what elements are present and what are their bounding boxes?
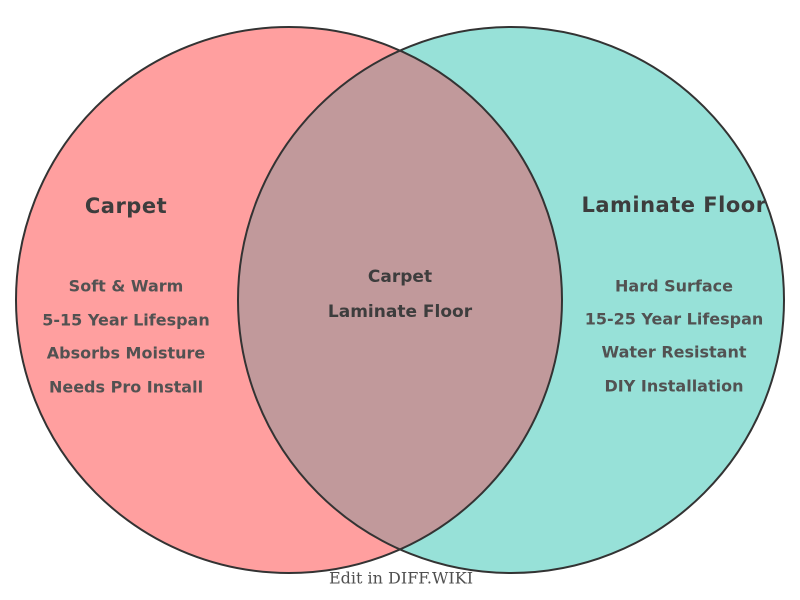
carpet-attribute: Soft & Warm	[68, 276, 184, 296]
diff-wiki-watermark: Edit in DIFF.WIKI	[328, 568, 474, 588]
intersection-label-carpet: Carpet	[367, 267, 433, 287]
intersection-region	[238, 27, 562, 573]
carpet-circle-outline	[15, 26, 563, 574]
laminate-set-title: Laminate Floor	[581, 193, 767, 217]
laminate-attribute: 15-25 Year Lifespan	[584, 309, 764, 329]
carpet-attribute: 5-15 Year Lifespan	[42, 310, 210, 330]
laminate-circle-outline	[237, 26, 785, 574]
carpet-attribute: Needs Pro Install	[48, 377, 204, 397]
intersection-label-laminate: Laminate Floor	[327, 302, 473, 322]
laminate-attribute: Water Resistant	[601, 342, 747, 362]
laminate-attribute: Hard Surface	[615, 276, 733, 296]
carpet-set-title: Carpet	[84, 194, 168, 218]
laminate-attribute: DIY Installation	[604, 376, 744, 396]
carpet-attribute: Absorbs Moisture	[46, 343, 206, 363]
